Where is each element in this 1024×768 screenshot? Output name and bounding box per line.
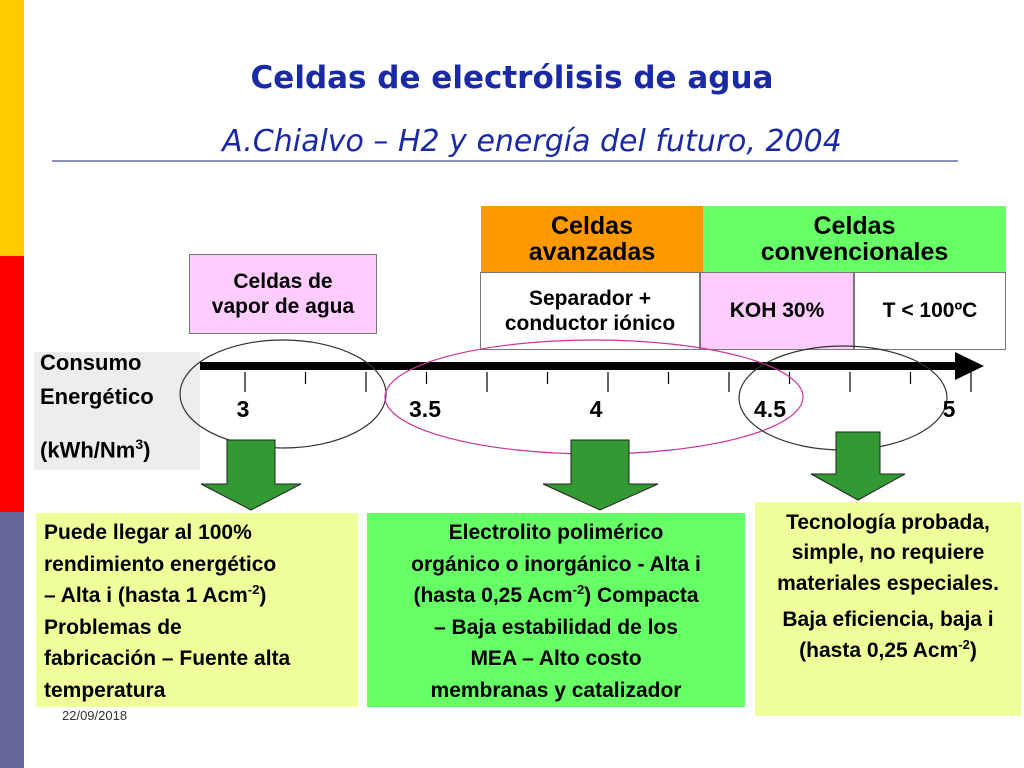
title-divider (52, 160, 958, 162)
desc-vapor-l4: Problemas de (44, 615, 182, 639)
axis-label-line1: Consumo (40, 350, 142, 375)
desc-vapor-l5: fabricación – Fuente alta (44, 647, 291, 670)
desc-avanzadas-l3-post: ) Compacta (584, 584, 699, 607)
desc-convencionales-p2: Baja eficiencia, baja i (hasta 0,25 Acm-… (759, 605, 1017, 666)
arrow-down-avanzadas (542, 439, 659, 511)
axis-unit-post: ) (143, 437, 151, 463)
tick-label-3-5: 3.5 (409, 396, 441, 422)
axis-unit-sup: 3 (135, 436, 144, 452)
desc-avanzadas-l5: MEA – Alto costo (470, 647, 642, 670)
desc-vapor-l3-pre: – Alta i (hasta 1 Acm (44, 584, 248, 607)
desc-celdas-convencionales: Tecnología probada, simple, no requiere … (755, 502, 1021, 716)
box-temp-text: T < 100ºC (882, 299, 978, 323)
desc-avanzadas-l2: orgánico o inorgánico - Alta i (411, 552, 701, 576)
box-koh-text: KOH 30% (729, 299, 825, 323)
desc-convencionales-p1: Tecnología probada, simple, no requiere … (777, 511, 999, 595)
desc-vapor-l1: Puede llegar al 100% (44, 521, 252, 544)
axis-label-unit: (kWh/Nm3) (40, 436, 150, 463)
box-separador-line1: Separador + (529, 286, 651, 310)
desc-convencionales-p2-sup: -2 (958, 636, 970, 652)
desc-avanzadas-l6: membranas y catalizador (430, 678, 682, 702)
desc-avanzadas-l3: (hasta 0,25 Acm-2) Compacta (373, 580, 739, 612)
page-title: Celdas de electrólisis de agua (250, 60, 774, 96)
header-convencionales-line1: Celdas (813, 211, 896, 240)
box-separador-line2: conductor iónico (504, 312, 676, 335)
desc-vapor-l3: – Alta i (hasta 1 Acm-2) (44, 580, 350, 612)
header-avanzadas-line2: avanzadas (528, 238, 656, 266)
desc-avanzadas-l3-pre: (hasta 0,25 Acm (413, 584, 573, 607)
axis-ticks (244, 372, 972, 392)
desc-celdas-avanzadas: Electrolito polimérico orgánico o inorgá… (367, 513, 745, 707)
arrow-down-convencionales (810, 431, 906, 501)
header-celdas-avanzadas: Celdas avanzadas (481, 206, 703, 272)
desc-vapor-l3-sup: -2 (247, 582, 260, 597)
tick-label-3: 3 (236, 396, 250, 422)
header-celdas-convencionales: Celdas convencionales (703, 206, 1006, 272)
sidebar-yellow (0, 0, 24, 256)
header-convencionales-line2: convencionales (760, 238, 949, 266)
ellipse-vapor (179, 339, 387, 449)
box-vapor-line1: Celdas de (233, 269, 333, 293)
desc-convencionales-p2-post: ) (969, 638, 977, 662)
desc-convencionales-p2-pre: Baja eficiencia, baja i (hasta 0,25 Acm (782, 608, 994, 662)
desc-avanzadas-l3-sup: -2 (572, 582, 585, 597)
box-vapor-line2: vapor de agua (211, 295, 355, 318)
sidebar-red (0, 256, 24, 512)
desc-vapor-l6: temperatura (44, 678, 166, 702)
desc-celdas-vapor: Puede llegar al 100% rendimiento energét… (36, 513, 358, 707)
tick-label-4: 4 (589, 396, 603, 422)
box-separador: Separador + conductor iónico (480, 272, 700, 350)
sidebar-blue (0, 512, 24, 768)
tick-label-4-5: 4.5 (754, 396, 786, 422)
desc-avanzadas-l1: Electrolito polimérico (448, 521, 664, 544)
energy-axis-arrowhead (955, 352, 984, 380)
box-temperatura: T < 100ºC (854, 272, 1006, 350)
box-koh: KOH 30% (700, 272, 854, 350)
desc-vapor-l3-post: ) (259, 584, 267, 607)
desc-vapor-l2: rendimiento energético (44, 552, 277, 576)
axis-unit-pre: (kWh/Nm (40, 437, 136, 463)
header-avanzadas-line1: Celdas (551, 211, 633, 240)
axis-label-line2: Energético (40, 384, 154, 409)
page-subtitle: A.Chialvo – H2 y energía del futuro, 200… (222, 124, 842, 159)
axis-label-consumo: Consumo Energético (kWh/Nm3) (34, 350, 200, 470)
tick-label-5: 5 (942, 396, 956, 422)
arrow-down-vapor (200, 439, 302, 511)
desc-avanzadas-l4: – Baja estabilidad de los (434, 615, 678, 639)
footer-date: 22/09/2018 (62, 708, 128, 723)
box-celdas-vapor: Celdas de vapor de agua (189, 254, 377, 334)
